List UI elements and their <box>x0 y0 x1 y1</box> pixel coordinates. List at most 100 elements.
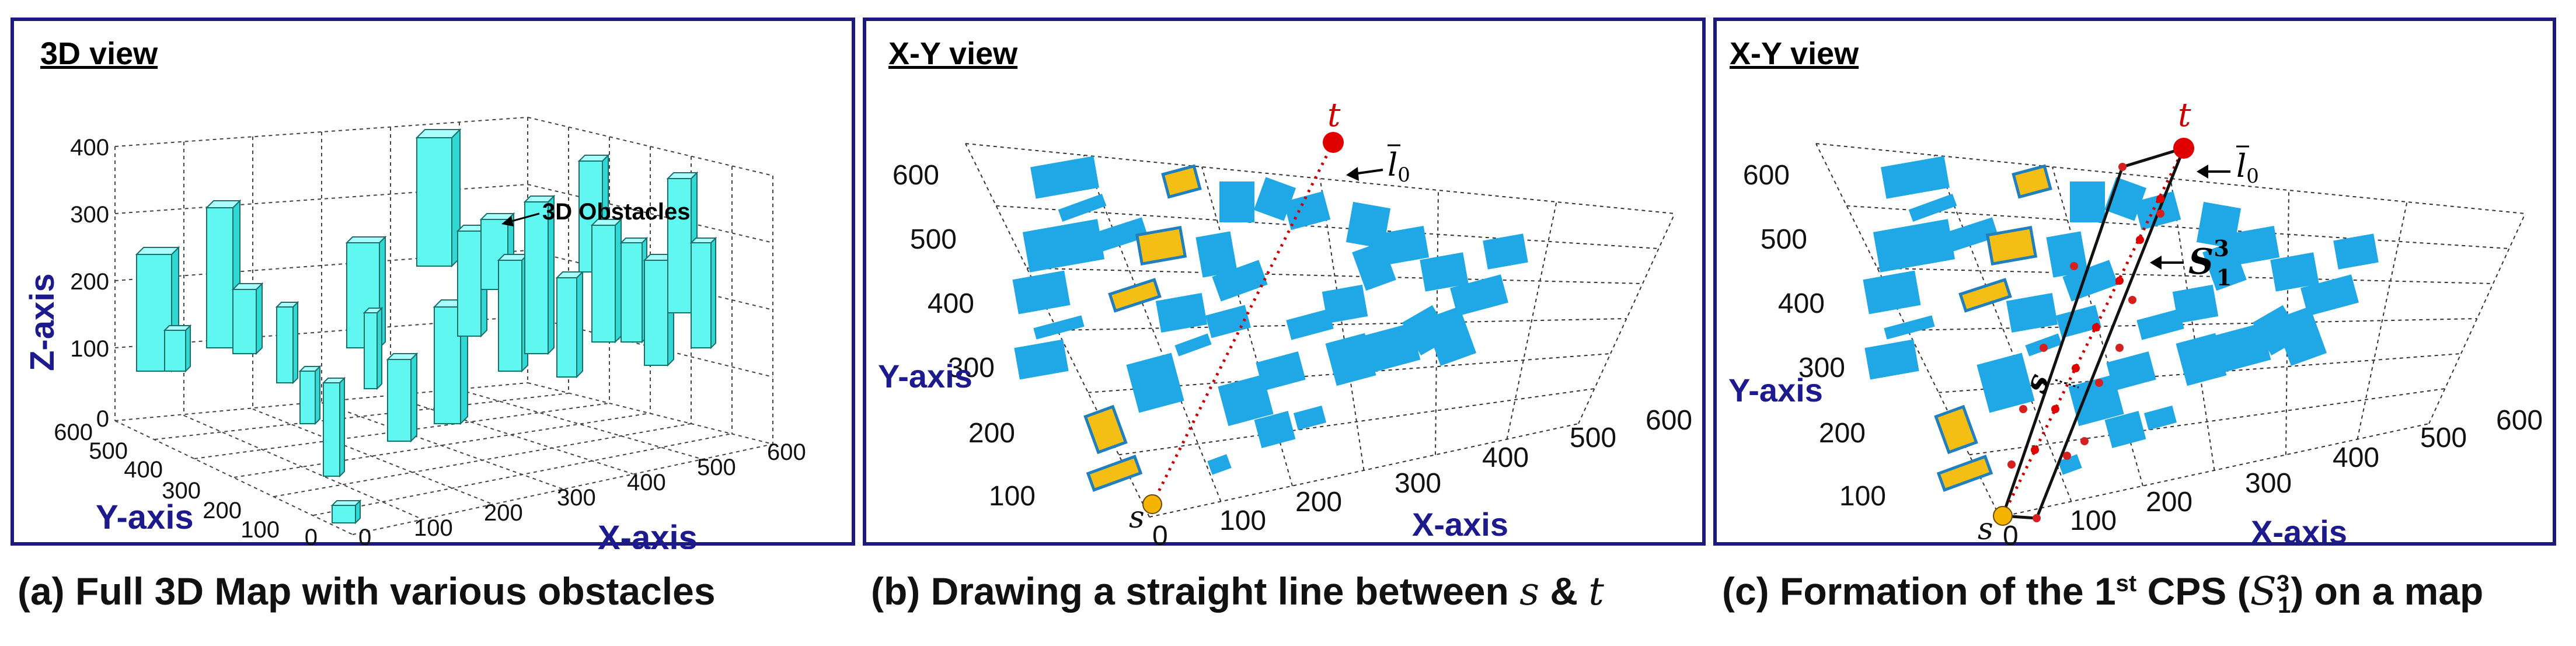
x-axis-label: X-axis <box>1412 506 1508 543</box>
obstacle-side <box>185 324 191 373</box>
obstacle <box>1014 339 1069 380</box>
obstacle-intersected <box>1985 225 2038 266</box>
l0-arrowhead <box>1346 167 1359 181</box>
y-tick: 400 <box>928 288 974 319</box>
cps-vertex <box>2063 452 2071 460</box>
obstacle-front <box>232 289 257 354</box>
obstacle <box>1080 217 1148 257</box>
x-tick: 500 <box>2420 422 2467 453</box>
x-tick: 300 <box>2245 468 2292 499</box>
x-axis-label: X-axis <box>2251 514 2347 549</box>
cps-vertex <box>2040 344 2048 352</box>
obstacle <box>1377 225 1430 266</box>
obstacle <box>1219 181 1254 222</box>
x-tick: 500 <box>697 455 736 480</box>
y-tick: 500 <box>1761 224 1807 255</box>
z-tick: 0 <box>96 406 109 432</box>
line-intersection-point <box>2115 277 2124 285</box>
x-tick: 100 <box>414 515 453 541</box>
obstacle <box>1420 252 1469 292</box>
y-tick: 500 <box>89 438 128 464</box>
annotation-arrow <box>507 212 540 224</box>
obstacle <box>1864 339 1919 380</box>
y-axis-label: Y-axis <box>96 498 194 536</box>
cps-vertex <box>2156 209 2164 218</box>
line-intersection-point <box>2092 323 2100 331</box>
obstacle-front <box>621 242 643 343</box>
obstacle-side <box>576 270 583 379</box>
obstacle-intersected <box>1108 278 1162 313</box>
y-tick: 400 <box>124 457 163 483</box>
obstacle-front <box>524 201 549 354</box>
obstacle <box>2006 292 2058 333</box>
obstacle <box>2333 233 2379 270</box>
y-tick: 0 <box>305 525 318 549</box>
obstacle <box>1352 241 1396 291</box>
obstacle-top <box>577 155 610 162</box>
x-axis-label: X-axis <box>598 519 698 549</box>
grid-line <box>1846 205 2509 249</box>
y-axis-label: Y-axis <box>878 358 972 394</box>
obstacle <box>2274 306 2327 366</box>
x-tick: 200 <box>484 500 523 526</box>
cps-vertex <box>2070 262 2078 270</box>
obstacle <box>1256 351 1306 391</box>
obstacle <box>1207 454 1232 475</box>
obstacles-2d <box>1863 156 2379 492</box>
obstacle <box>1362 323 1421 373</box>
caption-a: (a) Full 3D Map with various obstacles <box>18 570 716 613</box>
x-tick: 600 <box>767 439 806 465</box>
obstacle <box>1253 177 1296 221</box>
obstacle-side <box>615 218 622 344</box>
x-tick: 0 <box>358 525 371 549</box>
line-intersection-point <box>2136 236 2144 244</box>
cps-vertex <box>2095 379 2103 387</box>
obstacle <box>1218 374 1274 427</box>
obstacle <box>1058 193 1107 222</box>
x-tick: 0 <box>1152 521 1168 549</box>
obstacle <box>2070 181 2105 222</box>
obstacle-front <box>644 260 668 366</box>
caption-b: (b) Drawing a straight line between s & … <box>871 569 1604 614</box>
obstacle <box>2176 333 2227 386</box>
t-point <box>1323 132 1344 153</box>
obstacle-top <box>689 238 717 243</box>
obstacle <box>1483 233 1528 270</box>
obstacle-side <box>256 282 263 355</box>
obstacle <box>1022 219 1105 273</box>
obstacle-front <box>591 225 616 343</box>
x-tick: 200 <box>2146 487 2192 518</box>
x-tick: 200 <box>1295 487 1342 518</box>
y-tick: 100 <box>989 481 1036 512</box>
obstacle-front <box>416 137 452 267</box>
obstacle-front <box>498 260 522 372</box>
annotation-arrowhead <box>501 216 514 226</box>
obstacle <box>1450 274 1508 316</box>
obstacle <box>2143 406 2177 430</box>
obstacle-top <box>619 238 649 243</box>
obstacle-front <box>556 277 577 378</box>
obstacle-intersected <box>1161 164 1202 199</box>
cps-arrowhead <box>2150 256 2162 270</box>
obstacle <box>1155 292 1208 333</box>
x-tick: 300 <box>557 485 596 511</box>
y-tick: 200 <box>968 418 1015 449</box>
obstacle <box>1012 270 1071 315</box>
obstacle <box>1212 260 1268 302</box>
l0-arrowhead <box>2197 165 2208 179</box>
obstacle-top <box>231 283 264 290</box>
obstacle <box>1205 305 1251 338</box>
obstacle-intersected <box>1936 455 1993 492</box>
obstacle-top <box>275 302 299 308</box>
s-point <box>1993 506 2013 526</box>
obstacle <box>1873 219 1955 273</box>
obstacle-intersected <box>1086 455 1143 492</box>
x-tick: 600 <box>2496 405 2543 436</box>
obstacles-2d <box>1012 156 1528 492</box>
obstacle-intersected <box>1083 404 1128 455</box>
obstacle <box>1325 333 1376 386</box>
obstacle <box>1881 156 1950 199</box>
obstacle-front <box>332 505 356 523</box>
obstacle <box>1884 315 1935 340</box>
